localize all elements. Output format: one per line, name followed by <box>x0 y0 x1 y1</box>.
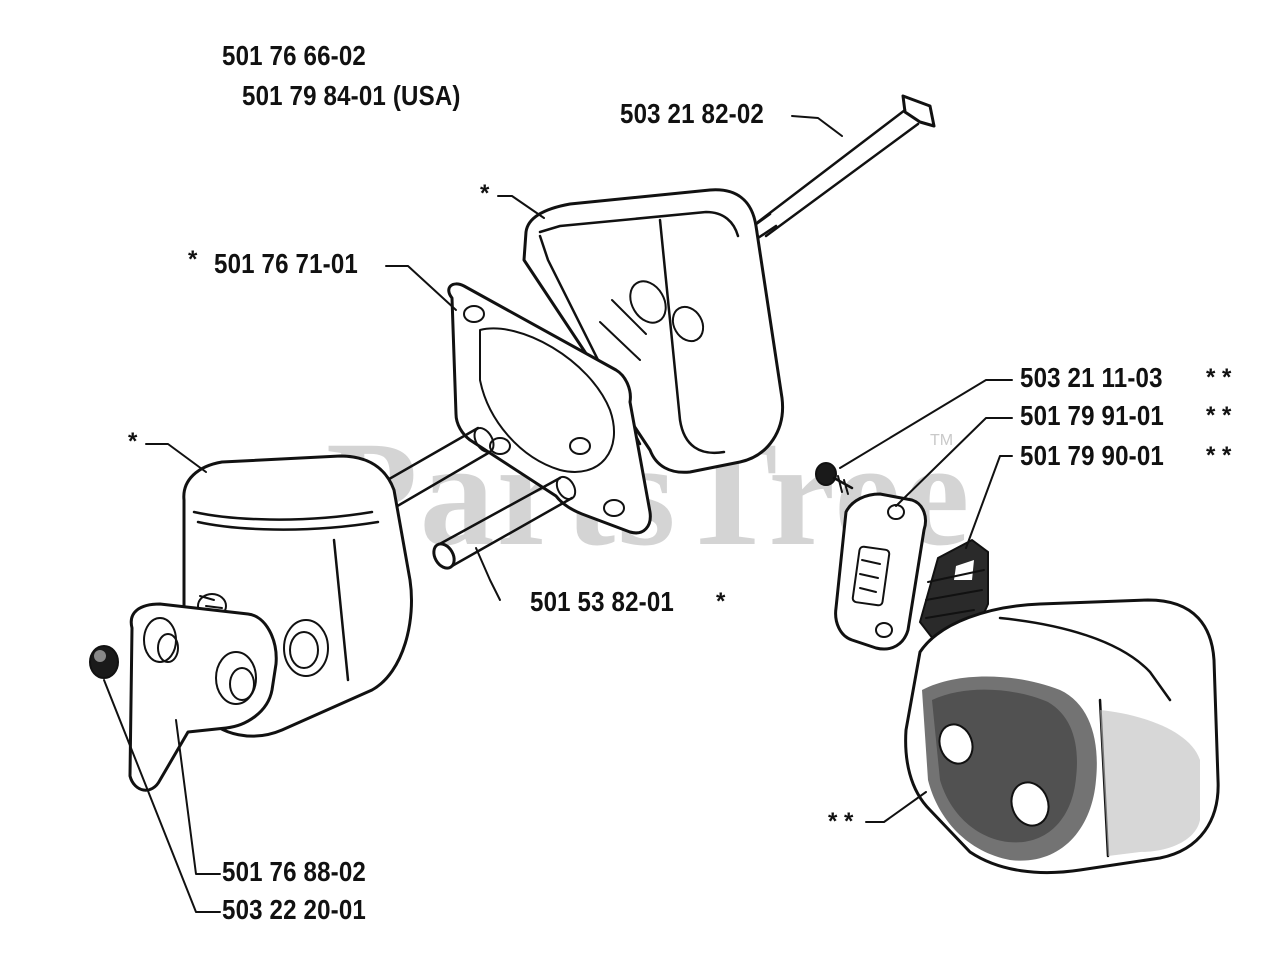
label-assembly-usa-number: 501 79 84-01 (USA) <box>242 80 461 111</box>
label-usa-screw-number: 503 21 11-03 <box>1020 362 1163 393</box>
trademark-mark: TM <box>930 432 954 449</box>
label-assembly-number: 501 76 66-02 <box>222 40 366 71</box>
label-front-muffler-star: * <box>128 428 138 455</box>
nut-part[interactable] <box>89 645 119 679</box>
label-usa-screw-star: * * <box>1206 364 1232 391</box>
label-usa-plate-star: * * <box>1206 402 1232 429</box>
label-tube-number: 501 53 82-01 <box>530 586 674 617</box>
label-bolt-number: 503 21 82-02 <box>620 98 764 129</box>
leader-usa-plate <box>895 417 1013 507</box>
leader-usa-screen <box>965 455 1013 549</box>
spacer-tube-lower[interactable] <box>430 474 579 572</box>
label-usa-screen-star: * * <box>1206 442 1232 469</box>
usa-muffler[interactable] <box>904 598 1220 875</box>
leader-usa-muffler <box>865 791 927 823</box>
bolt-part[interactable] <box>744 94 936 242</box>
leader-plate <box>175 719 221 875</box>
usa-plate-part[interactable] <box>834 492 927 651</box>
leader-bolt <box>791 115 843 137</box>
leader-gasket <box>385 265 457 311</box>
label-gasket-star: * <box>188 246 198 273</box>
label-nut-number: 503 22 20-01 <box>222 894 366 925</box>
plate-part[interactable] <box>128 595 278 792</box>
gasket-part[interactable] <box>447 282 652 535</box>
leader-nut <box>103 679 221 913</box>
label-usa-screen-number: 501 79 90-01 <box>1020 440 1164 471</box>
leader-rear-muffler <box>497 195 545 219</box>
rear-muffler-half[interactable] <box>522 188 785 474</box>
label-gasket-number: 501 76 71-01 <box>214 248 358 279</box>
label-usa-muffler-star: * * <box>828 808 854 835</box>
label-usa-plate-number: 501 79 91-01 <box>1020 400 1164 431</box>
leader-screw <box>839 379 1013 469</box>
leader-tube <box>475 547 501 601</box>
label-plate-number: 501 76 88-02 <box>222 856 366 887</box>
usa-screw-part[interactable] <box>815 462 854 495</box>
label-rear-muffler-star: * <box>480 180 490 207</box>
leader-lines <box>103 115 1013 913</box>
label-tube-star: * <box>716 588 726 615</box>
leader-front-muffler <box>145 443 207 473</box>
